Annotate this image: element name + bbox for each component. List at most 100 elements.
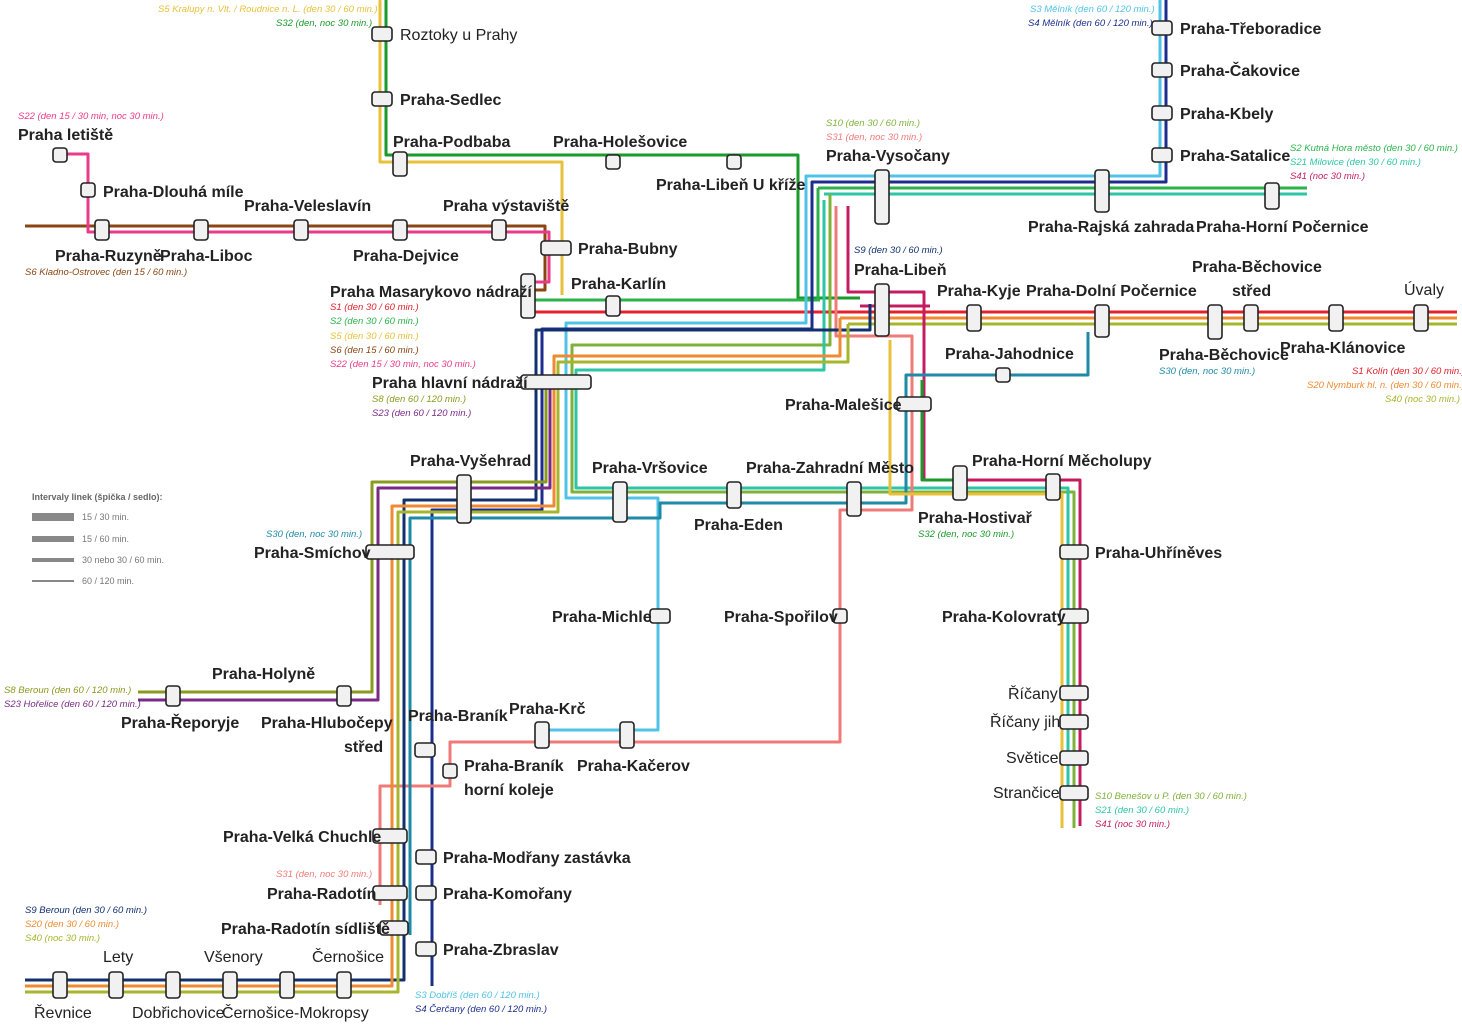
stop-bechovice-stred[interactable] [1243,304,1259,332]
stop-klanovice[interactable] [1328,304,1344,332]
stop-sporilov[interactable] [832,608,848,624]
stop-modrany[interactable] [415,849,437,865]
note-s1-kolin: S1 Kolín (den 30 / 60 min.) [1352,366,1462,377]
label-masarykovo: Praha Masarykovo nádraží [330,284,532,301]
stop-roztoky[interactable] [371,26,393,42]
label-uvaly: Úvaly [1404,280,1444,299]
stop-uhrineves[interactable] [1059,544,1089,560]
stop-ruzyne[interactable] [94,219,110,241]
stop-dolni-pocernice[interactable] [1094,304,1110,338]
note-s32-den: S32 (den, noc 30 min.) [276,18,372,29]
stop-bubny[interactable] [540,240,572,256]
stop-hlavni[interactable] [520,374,592,390]
note-s3-melnik: S3 Mělník (den 60 / 120 min.) [1030,4,1155,15]
stop-smichov[interactable] [365,544,415,560]
stop-vysocany[interactable] [874,169,890,225]
stop-cernosice-mokropsy[interactable] [279,971,295,999]
stop-cernosice[interactable] [336,971,352,999]
stop-cakovice[interactable] [1151,62,1173,78]
route-s21 [574,200,1070,800]
label-dlouha-mile: Praha-Dlouhá míle [103,184,244,201]
stop-uvaly[interactable] [1413,304,1429,332]
note-s40-noc: S40 (noc 30 min.) [1385,394,1460,405]
note-m-s1: S1 (den 30 / 60 min.) [330,302,419,313]
stop-liboc[interactable] [193,219,209,241]
stop-kacerov[interactable] [619,721,635,749]
stop-hlubocepy[interactable] [336,685,352,707]
stop-michle[interactable] [649,608,671,624]
stop-branik-hk[interactable] [442,763,458,779]
label-uhrineves: Praha-Uhříněves [1095,545,1222,562]
stop-horni-mecholupy[interactable] [1045,473,1061,501]
stop-radotin-sidliste[interactable] [379,920,409,936]
stop-bechovice[interactable] [1207,304,1223,340]
stop-kolovraty[interactable] [1059,608,1089,624]
label-holesovice: Praha-Holešovice [553,134,687,151]
label-vysocany: Praha-Vysočany [826,148,950,165]
stop-holesovice[interactable] [605,154,621,170]
stop-radotin[interactable] [372,885,408,901]
stop-ricany[interactable] [1059,685,1089,701]
stop-liben-kriz[interactable] [726,154,742,170]
stop-hostivar[interactable] [952,465,968,501]
stop-zbraslav[interactable] [415,941,437,957]
stop-vysehrad[interactable] [456,474,472,524]
stop-rajska[interactable] [1094,169,1110,213]
stop-karlin[interactable] [605,295,621,317]
route-s5-south [888,340,1064,828]
stop-dlouha-mile[interactable] [80,182,96,198]
label-velka-chuchle: Praha-Velká Chuchle [223,829,381,846]
label-veleslavin: Praha-Veleslavín [244,198,371,215]
stop-reporyje[interactable] [165,685,181,707]
stop-branik[interactable] [414,742,436,758]
label-cernosice-mokropsy: Černošice-Mokropsy [222,1003,369,1022]
stop-krc[interactable] [534,721,550,749]
stop-svetice[interactable] [1059,750,1089,766]
route-s32-south [920,380,960,482]
stop-vsenory[interactable] [222,971,238,999]
stop-zahradni[interactable] [846,481,862,517]
stop-satalice[interactable] [1151,147,1173,163]
note-h-s8: S8 (den 60 / 120 min.) [372,394,466,405]
stop-eden[interactable] [726,481,742,509]
stop-podbaba[interactable] [392,151,408,177]
stop-jahodnice[interactable] [995,367,1011,383]
route-s40-link [556,324,850,392]
stop-veleslavin[interactable] [293,219,309,241]
stop-letiste[interactable] [52,147,68,163]
stop-velka-chuchle[interactable] [372,828,408,844]
stop-revnice[interactable] [52,971,68,999]
stop-dejvice[interactable] [392,219,408,241]
stop-kbely[interactable] [1151,105,1173,121]
route-s5 [378,0,564,295]
stop-horni-pocernice[interactable] [1264,182,1280,210]
note-s31-radotin: S31 (den, noc 30 min.) [276,869,372,880]
label-zahradni: Praha-Zahradní Město [746,460,914,477]
stop-ricany-jih[interactable] [1059,714,1089,730]
stop-dobrichovice[interactable] [165,971,181,999]
line-notes: S5 Kralupy n. Vlt. / Roudnice n. L. (den… [4,4,1462,1015]
label-branik: Praha-Braník [408,708,508,725]
note-s22-top: S22 (den 15 / 30 min, noc 30 min.) [18,111,164,122]
note-s3-dobris: S3 Dobříš (den 60 / 120 min.) [415,990,540,1001]
stop-treboradice[interactable] [1151,20,1173,36]
stop-sedlec[interactable] [371,91,393,107]
stop-kyje[interactable] [966,304,982,332]
label-bechovice-stred-2: střed [1232,283,1271,300]
label-vrsovice: Praha-Vršovice [592,460,708,477]
stop-liben[interactable] [874,283,890,337]
route-s20-link [552,318,842,388]
label-bechovice: Praha-Běchovice [1159,347,1289,364]
label-klanovice: Praha-Klánovice [1280,340,1405,357]
route-s41 [846,206,1082,826]
stop-masarykovo[interactable] [520,273,536,319]
stop-vystaviste[interactable] [491,219,507,241]
stop-lety[interactable] [108,971,124,999]
label-liboc: Praha-Liboc [160,248,253,265]
stop-strancice[interactable] [1059,785,1089,801]
stop-malesice[interactable] [896,396,932,412]
stop-vrsovice[interactable] [612,481,628,523]
route-s20-south [25,388,556,988]
stop-komorany[interactable] [415,885,437,901]
